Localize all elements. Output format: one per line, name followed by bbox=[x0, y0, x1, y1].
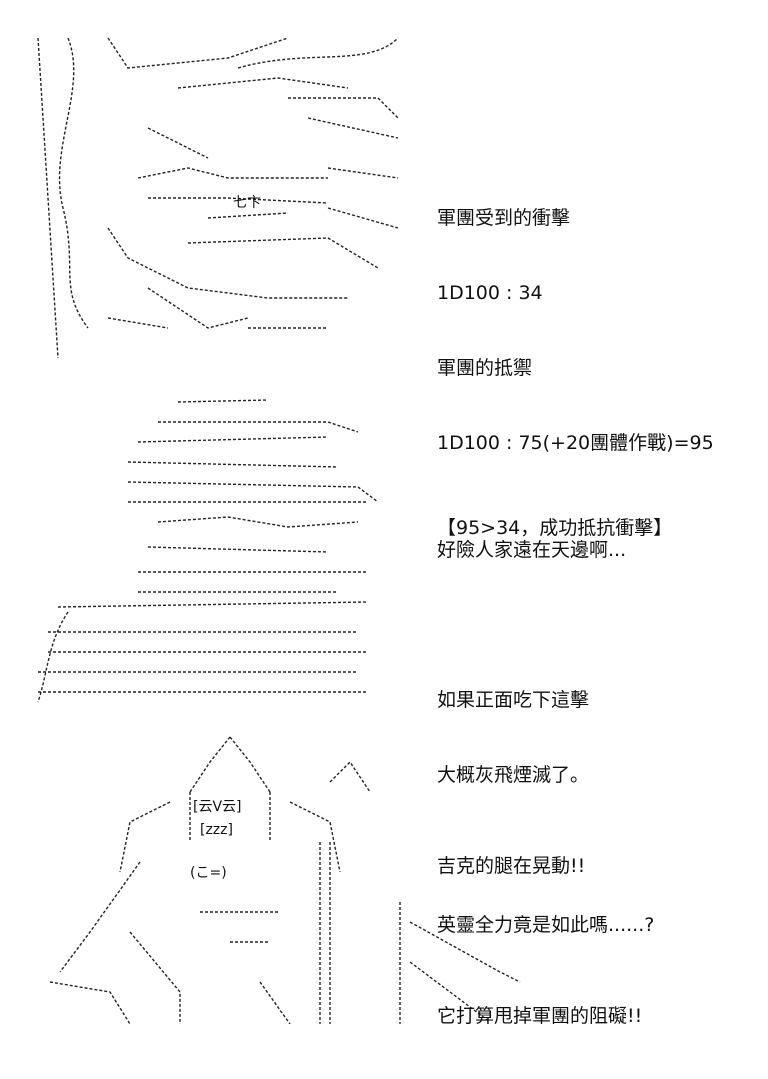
panel-1: 七卞 軍團受到的衝擊 1D100 : 34 軍團的抵禦 1D100 : 75(+… bbox=[0, 0, 768, 539]
dialogue-line-3: 大概灰飛煙滅了。 bbox=[437, 764, 590, 786]
art-label-zzz: [zzz] bbox=[200, 822, 233, 838]
panel-3: [云V云] [zzz] (こ=) 吉克的腿在晃動!! 它打算甩掉軍團的阻礙!! bbox=[0, 720, 768, 1027]
dialogue-line-2: 它打算甩掉軍團的阻礙!! bbox=[437, 1005, 643, 1027]
dialogue-line-1: 好險人家遠在天邊啊... bbox=[437, 539, 627, 561]
ascii-art-figure-3: [云V云] [zzz] (こ=) bbox=[30, 732, 530, 1024]
dialogue-line-4: 英靈全力竟是如此嗎......? bbox=[437, 914, 655, 936]
result-text: 【95>34，成功抵抗衝擊】 bbox=[437, 517, 673, 539]
ascii-art-figure-2 bbox=[28, 392, 388, 712]
dialogue-text-2: 好險人家遠在天邊啊... 如果正面吃下這擊 大概灰飛煙滅了。 英靈全力竟是如此嗎… bbox=[437, 488, 654, 988]
panel-2: 好險人家遠在天邊啊... 如果正面吃下這擊 大概灰飛煙滅了。 英靈全力竟是如此嗎… bbox=[0, 370, 768, 936]
art-label-banner: [云V云] bbox=[193, 799, 242, 815]
defense-roll: 1D100 : 75(+20團體作戰)=95 bbox=[437, 432, 714, 454]
dialogue-line-2: 如果正面吃下這擊 bbox=[437, 689, 590, 711]
attack-roll: 1D100 : 34 bbox=[437, 282, 543, 304]
ascii-art-figure-1: 七卞 bbox=[28, 28, 408, 358]
dice-roll-text: 軍團受到的衝擊 1D100 : 34 軍團的抵禦 1D100 : 75(+20團… bbox=[437, 156, 714, 591]
art-label-qibian: 七卞 bbox=[233, 195, 261, 211]
dialogue-line-1: 吉克的腿在晃動!! bbox=[437, 855, 586, 877]
art-label-face: (こ=) bbox=[190, 865, 227, 881]
defense-label: 軍團的抵禦 bbox=[437, 357, 533, 379]
attack-label: 軍團受到的衝擊 bbox=[437, 207, 571, 229]
dialogue-text-3: 吉克的腿在晃動!! 它打算甩掉軍團的阻礙!! bbox=[437, 804, 642, 1079]
